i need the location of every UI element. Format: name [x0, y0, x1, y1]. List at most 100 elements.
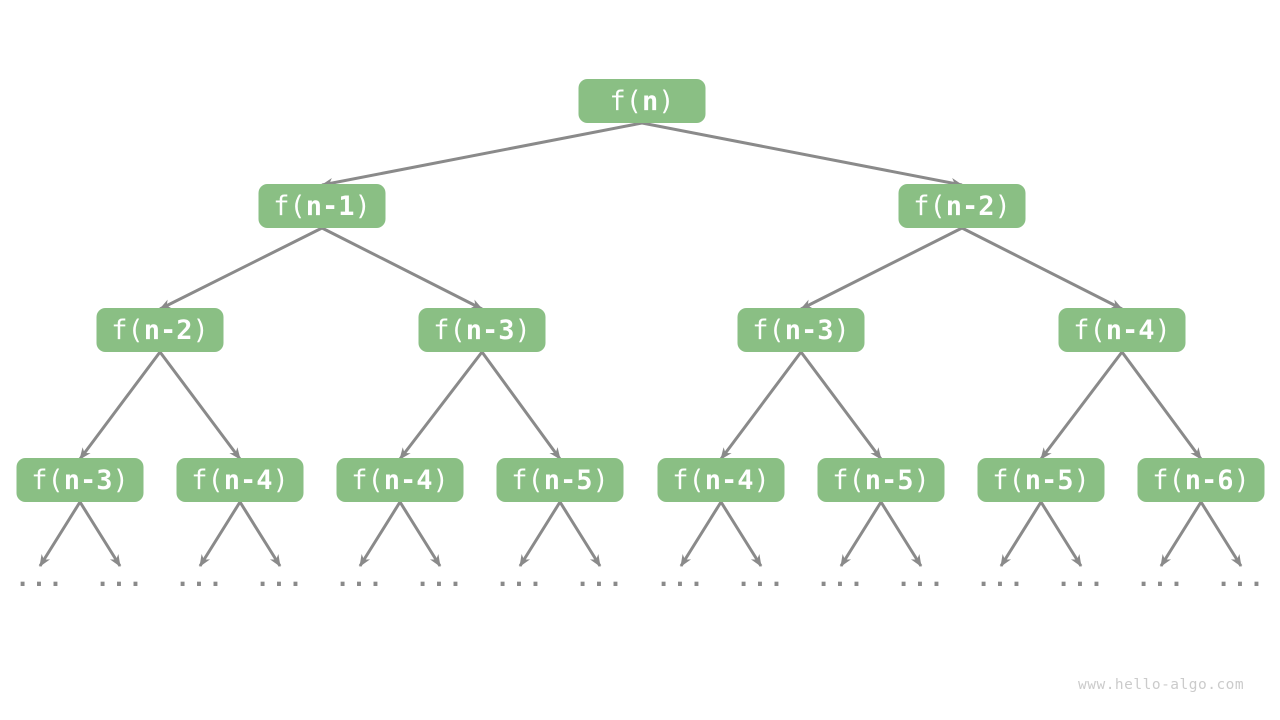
- node-label-prefix: f(: [111, 314, 144, 346]
- ellipsis: ...: [415, 564, 465, 592]
- tree-node-f-n-5: f(n-5): [496, 458, 624, 502]
- ellipsis: ...: [95, 564, 145, 592]
- node-label-prefix: f(: [832, 464, 865, 496]
- edge-arrow: [159, 226, 323, 311]
- edge-arrow: [558, 501, 602, 567]
- node-label-suffix: ): [1154, 314, 1171, 346]
- node-label-suffix: ): [354, 190, 371, 222]
- edge-arrow: [198, 501, 242, 567]
- ellipsis: ...: [656, 564, 706, 592]
- edge-arrow: [719, 351, 803, 460]
- tree-node-f-n-4: f(n-4): [1058, 308, 1186, 352]
- edge-arrow: [238, 501, 282, 567]
- node-label-prefix: f(: [511, 464, 544, 496]
- tree-node-f-n-4: f(n-4): [176, 458, 304, 502]
- edge-arrow: [398, 351, 484, 460]
- node-label-prefix: f(: [191, 464, 224, 496]
- edge-arrow: [839, 501, 883, 567]
- ellipsis: ...: [1056, 564, 1106, 592]
- node-label-prefix: f(: [1152, 464, 1185, 496]
- ellipsis: ...: [575, 564, 625, 592]
- node-label-suffix: ): [1073, 464, 1090, 496]
- tree-node-f-n-2: f(n-2): [898, 184, 1026, 228]
- node-label-prefix: f(: [433, 314, 466, 346]
- tree-node-f-n-4: f(n-4): [657, 458, 785, 502]
- node-label-prefix: f(: [609, 85, 642, 117]
- node-label-prefix: f(: [273, 190, 306, 222]
- node-label-arg: n: [641, 85, 659, 117]
- node-label-arg: n-3: [63, 464, 113, 496]
- node-label-arg: n-2: [143, 314, 193, 346]
- tree-node-f-n-3: f(n-3): [418, 308, 546, 352]
- node-label-suffix: ): [592, 464, 609, 496]
- tree-node-f-n-2: f(n-2): [96, 308, 224, 352]
- edge-arrow: [38, 501, 82, 567]
- edge-arrow: [641, 121, 963, 188]
- edge-arrow: [719, 501, 763, 567]
- node-label-suffix: ): [1233, 464, 1250, 496]
- edge-arrow: [158, 351, 242, 460]
- watermark: www.hello-algo.com: [1078, 677, 1245, 693]
- node-label-suffix: ): [994, 190, 1011, 222]
- node-label-arg: n-4: [704, 464, 754, 496]
- edge-arrow: [358, 501, 402, 567]
- node-label-suffix: ): [432, 464, 449, 496]
- node-label-arg: n-2: [945, 190, 995, 222]
- edge-arrow: [480, 351, 562, 460]
- node-label-suffix: ): [913, 464, 930, 496]
- edge-arrow: [879, 501, 923, 567]
- node-label-suffix: ): [753, 464, 770, 496]
- tree-node-f-n-1: f(n-1): [258, 184, 386, 228]
- tree-node-f-n-3: f(n-3): [16, 458, 144, 502]
- node-label-arg: n-5: [1024, 464, 1074, 496]
- ellipsis: ...: [896, 564, 946, 592]
- node-label-prefix: f(: [672, 464, 705, 496]
- node-label-arg: n-5: [864, 464, 914, 496]
- edge-arrow: [999, 501, 1043, 567]
- node-label-arg: n-3: [465, 314, 515, 346]
- edge-arrow: [1039, 351, 1124, 460]
- ellipsis: ...: [335, 564, 385, 592]
- edge-arrow: [1039, 501, 1083, 567]
- node-label-arg: n-4: [383, 464, 433, 496]
- edge-arrow: [1120, 351, 1203, 460]
- edge-arrow: [799, 351, 883, 460]
- ellipsis: ...: [976, 564, 1026, 592]
- edge-arrow: [78, 501, 122, 567]
- tree-node-f-n-5: f(n-5): [817, 458, 945, 502]
- node-label-suffix: ): [514, 314, 531, 346]
- ellipsis: ...: [1136, 564, 1186, 592]
- edge-arrow: [518, 501, 562, 567]
- ellipsis: ...: [255, 564, 305, 592]
- tree-node-f-n: f(n): [578, 79, 706, 123]
- node-label-prefix: f(: [31, 464, 64, 496]
- node-label-suffix: ): [192, 314, 209, 346]
- node-label-arg: n-6: [1184, 464, 1234, 496]
- tree-node-f-n-4: f(n-4): [336, 458, 464, 502]
- node-label-arg: n-1: [305, 190, 355, 222]
- ellipsis: ...: [736, 564, 786, 592]
- tree-node-f-n-6: f(n-6): [1137, 458, 1265, 502]
- edge-arrow: [78, 351, 162, 460]
- edge-arrow: [800, 226, 963, 311]
- tree-node-f-n-5: f(n-5): [977, 458, 1105, 502]
- edge-arrow: [1159, 501, 1203, 567]
- ellipsis: ...: [816, 564, 866, 592]
- edge-arrow: [961, 226, 1123, 311]
- node-label-arg: n-4: [223, 464, 273, 496]
- edge-arrow: [321, 226, 483, 311]
- node-label-suffix: ): [833, 314, 850, 346]
- node-label-arg: n-4: [1105, 314, 1155, 346]
- node-label-arg: n-3: [784, 314, 834, 346]
- node-label-prefix: f(: [752, 314, 785, 346]
- node-label-prefix: f(: [992, 464, 1025, 496]
- node-label-prefix: f(: [913, 190, 946, 222]
- ellipsis: ...: [495, 564, 545, 592]
- node-label-arg: n-5: [543, 464, 593, 496]
- node-label-prefix: f(: [351, 464, 384, 496]
- ellipsis: ...: [15, 564, 65, 592]
- tree-node-f-n-3: f(n-3): [737, 308, 865, 352]
- edge-arrow: [398, 501, 442, 567]
